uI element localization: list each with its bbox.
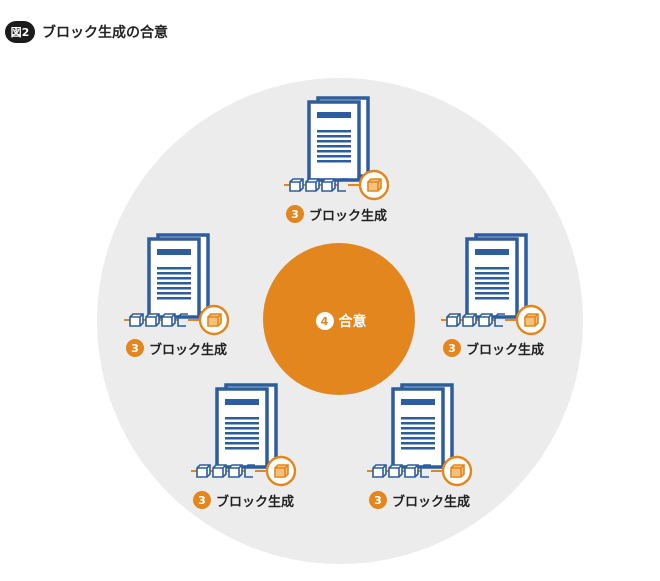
node-label-top: 3 ブロック生成 xyxy=(286,204,387,224)
node-label-text: ブロック生成 xyxy=(216,494,295,510)
node-label-bottom-right: 3 ブロック生成 xyxy=(369,490,470,510)
figure-number-badge: 図2 xyxy=(5,21,35,43)
consensus-circle xyxy=(263,243,415,395)
node-label-bottom-left: 3 ブロック生成 xyxy=(193,490,294,510)
step-badge: 3 xyxy=(126,339,144,357)
server-icon xyxy=(215,383,278,469)
step-badge: 3 xyxy=(443,339,461,357)
step-badge: 3 xyxy=(369,491,387,509)
node-label-text: ブロック生成 xyxy=(149,342,228,358)
node-label-text: ブロック生成 xyxy=(392,494,471,510)
node-label-left: 3 ブロック生成 xyxy=(126,338,227,358)
consensus-label: 4 合意 xyxy=(296,310,386,332)
node-label-right: 3 ブロック生成 xyxy=(443,338,544,358)
node-label-text: ブロック生成 xyxy=(466,342,545,358)
figure-title: ブロック生成の合意 xyxy=(42,25,168,41)
consensus-text: 合意 xyxy=(338,314,367,330)
figure-title-row: 図2 ブロック生成の合意 xyxy=(5,20,168,44)
consensus-step-badge: 4 xyxy=(315,312,334,330)
step-badge: 3 xyxy=(286,205,304,223)
node-label-text: ブロック生成 xyxy=(309,208,388,224)
server-icon xyxy=(465,233,528,319)
step-badge: 3 xyxy=(193,491,211,509)
server-icon xyxy=(147,233,210,319)
server-icon xyxy=(391,383,454,469)
server-icon xyxy=(307,96,370,182)
